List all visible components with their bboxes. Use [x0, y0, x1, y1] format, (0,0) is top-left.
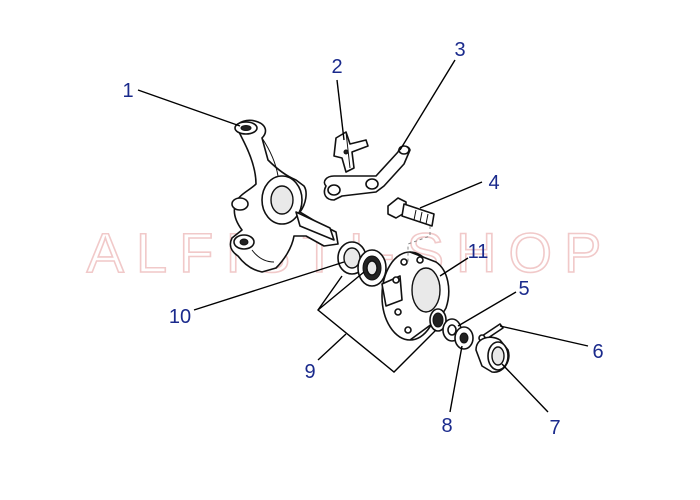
leader-11: [439, 257, 469, 277]
leader-2: [336, 79, 345, 141]
part-steering-arm: [323, 145, 411, 201]
part-steering-knuckle: [229, 119, 339, 273]
callout-6: 6: [592, 341, 603, 363]
part-bolt: [387, 197, 435, 227]
part-castle-nut: [454, 326, 474, 350]
callout-9: 9: [304, 361, 315, 383]
part-grease-cap: [475, 336, 510, 373]
leader-9: [317, 275, 437, 373]
part-inner-bearing: [357, 249, 387, 287]
callout-4: 4: [488, 172, 499, 194]
leader-8: [449, 345, 463, 413]
callout-8: 8: [441, 415, 452, 437]
callout-1: 1: [122, 80, 133, 102]
callout-7: 7: [549, 417, 560, 439]
leader-3: [399, 59, 456, 151]
leader-9c: [317, 333, 347, 361]
leader-5: [457, 291, 517, 327]
leader-7: [501, 363, 549, 413]
callout-2: 2: [331, 56, 342, 78]
part-hub: [381, 251, 450, 341]
callout-5: 5: [518, 278, 529, 300]
callout-11: 11: [468, 241, 489, 263]
part-bracket: [333, 131, 369, 173]
leader-1: [137, 89, 241, 127]
leader-6: [499, 325, 589, 347]
callout-10: 10: [169, 306, 191, 328]
leader-10: [193, 261, 345, 311]
leader-9b: [317, 271, 365, 311]
leader-lines: [137, 59, 589, 413]
callout-3: 3: [454, 39, 465, 61]
leader-4: [419, 181, 483, 209]
assembly-line-bolt: [407, 226, 431, 262]
callout-labels: 1 2 3 4 5 6 7 8 9 10 11: [122, 39, 603, 439]
part-outer-bearing: [429, 308, 447, 332]
